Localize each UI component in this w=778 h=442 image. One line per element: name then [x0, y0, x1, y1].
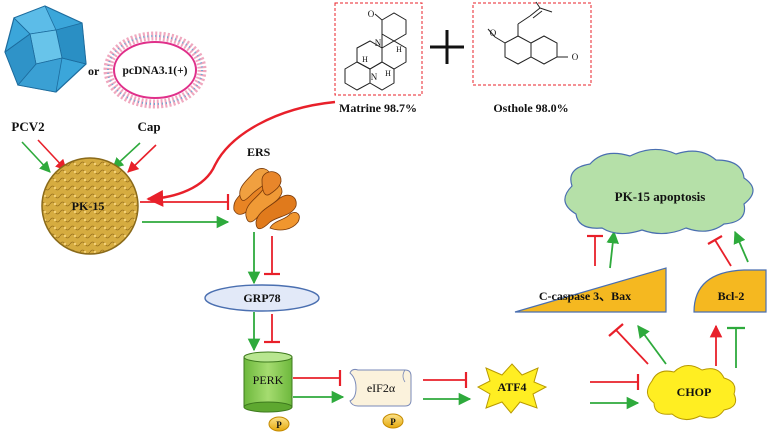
chop-label: CHOP	[677, 385, 712, 399]
apoptosis-label: PK-15 apoptosis	[615, 189, 706, 204]
cap-red-arrow	[127, 144, 157, 173]
bcl2-apoptosis-activate-arrow	[733, 230, 749, 263]
pcv2-label: PCV2	[11, 119, 44, 134]
matrine-label: Matrine 98.7%	[339, 101, 417, 115]
chop-ccaspase-inhibit-line	[615, 329, 649, 365]
plus-icon	[430, 30, 464, 64]
plasmid-icon	[103, 31, 207, 109]
cap-activate-arrow	[112, 142, 141, 169]
plasmid-label: pcDNA3.1(+)	[122, 65, 187, 77]
ccaspase-bax-node	[514, 267, 667, 313]
osthole-atom-o1: O	[490, 28, 497, 38]
perk-phospho-label: P	[276, 420, 282, 430]
chop-ccaspase-inhibit-bar	[608, 323, 624, 337]
pcv2-virus-icon	[4, 5, 87, 93]
bcl2-apoptosis-inhibit-line	[714, 239, 732, 267]
eif2a-node	[349, 368, 412, 407]
osthole-structure: O O	[472, 1, 592, 86]
atf4-label: ATF4	[497, 380, 526, 394]
pcv2-activate-arrow	[21, 141, 51, 173]
ers-label: ERS	[247, 145, 271, 159]
osthole-label: Osthole 98.0%	[493, 101, 568, 115]
matrine-atom-h3: H	[385, 69, 391, 78]
matrine-atom-n2: N	[371, 72, 378, 82]
cap-label: Cap	[137, 119, 160, 134]
perk-phospho-badge: P	[268, 416, 290, 432]
eif2a-label: eIF2α	[367, 381, 396, 395]
pcv2-red-arrow	[37, 139, 67, 171]
osthole-atom-o2: O	[572, 52, 579, 62]
eif2a-phospho-badge: P	[382, 413, 404, 429]
pk15-cell	[41, 157, 139, 255]
grp78-node	[204, 284, 320, 312]
chop-ccaspase-activate-arrow	[637, 324, 667, 365]
matrine-inhibit-curve	[146, 100, 336, 207]
matrine-atom-h2: H	[362, 55, 368, 64]
perk-node	[243, 351, 293, 413]
grp78-label: GRP78	[243, 291, 280, 305]
matrine-atom-n1: N	[375, 38, 382, 48]
atf4-node	[476, 363, 548, 414]
pk15-label: PK-15	[72, 199, 105, 213]
matrine-atom-h1: H	[396, 45, 402, 54]
apoptosis-node	[564, 148, 754, 235]
matrine-structure: O N H H H N	[334, 2, 423, 96]
bcl2-node	[693, 269, 767, 313]
chop-node	[647, 365, 737, 420]
ccaspase-bax-label: C-caspase 3、Bax	[539, 289, 631, 303]
eif2a-phospho-label: P	[390, 417, 396, 427]
perk-label: PERK	[253, 373, 284, 387]
or-label: or	[88, 64, 100, 78]
matrine-atom-o: O	[368, 9, 375, 19]
bcl2-label: Bcl-2	[718, 289, 745, 303]
bcl2-apoptosis-inhibit-bar	[707, 235, 723, 245]
er-icon	[233, 168, 300, 231]
ccaspase-apoptosis-activate-arrow	[606, 230, 620, 269]
